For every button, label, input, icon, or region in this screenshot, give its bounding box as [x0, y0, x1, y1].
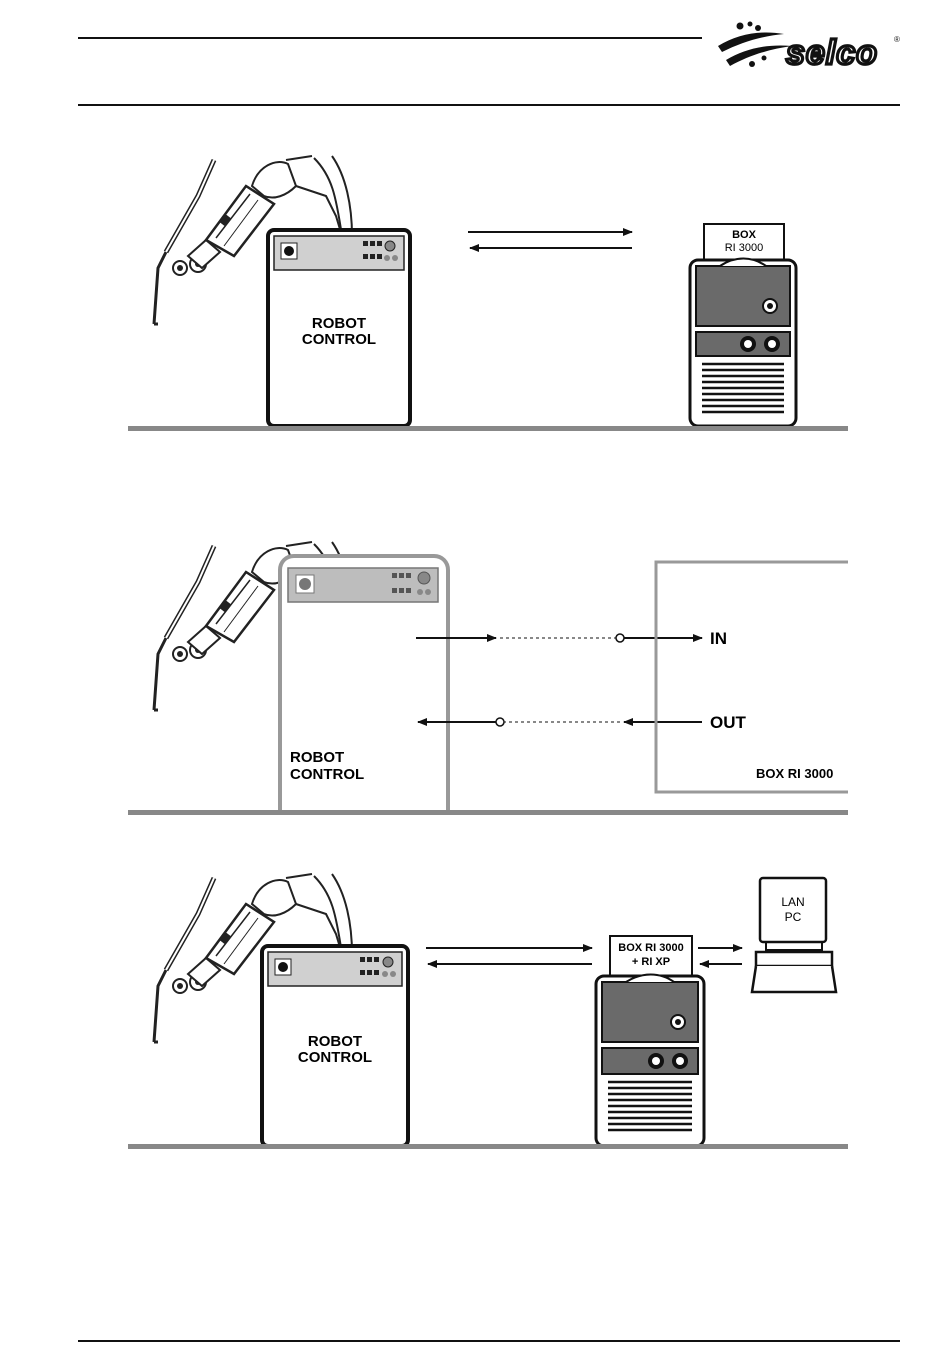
box-label: BOX RI 3000 [756, 766, 833, 781]
selco-logo: selco ® [712, 18, 902, 76]
in-terminal [616, 634, 624, 642]
box-label-1: BOX RI 3000 [618, 942, 683, 954]
box-ri-3000-ri-xp-device: BOX RI 3000 + RI XP [596, 936, 704, 1146]
box-ri-3000-device: BOX RI 3000 [690, 224, 796, 426]
robot-control-label-1: ROBOT [312, 315, 366, 332]
diagram-3: ROBOT CONTROL BOX RI 3000 + RI XP LAN PC [120, 866, 860, 1156]
logo-wordmark: selco [786, 34, 878, 72]
box-label-1: BOX [732, 229, 757, 241]
ground-line [128, 1144, 848, 1149]
header-bottom-rule [78, 104, 900, 106]
robot-control-label-2: CONTROL [290, 766, 364, 783]
robot-control-label-2: CONTROL [302, 331, 376, 348]
header-top-rule [78, 37, 702, 39]
robot-control-cabinet: ROBOT CONTROL [262, 946, 408, 1146]
robot-control-label-2: CONTROL [298, 1049, 372, 1066]
ground-line [128, 810, 848, 815]
robot-control-cabinet: ROBOT CONTROL [268, 230, 410, 426]
box-ri-3000-outline [656, 562, 848, 792]
box-label-2: + RI XP [632, 956, 670, 968]
ground-line [128, 426, 848, 431]
robot-control-label-1: ROBOT [308, 1033, 362, 1050]
box-label-2: RI 3000 [725, 242, 764, 254]
diagram-2: ROBOT CONTROL IN OUT BOX RI 3000 [120, 540, 860, 830]
footer-rule [78, 1340, 900, 1342]
robot-control-label-1: ROBOT [290, 749, 344, 766]
robot-control-cabinet: ROBOT CONTROL [280, 556, 448, 810]
diagram-1: ROBOT CONTROL BOX RI 3000 [120, 150, 860, 440]
in-label: IN [710, 629, 727, 648]
logo-mark-icon [718, 22, 792, 68]
lan-pc-icon: LAN PC [752, 878, 836, 992]
pc-label-1: LAN [781, 895, 804, 909]
out-terminal [496, 718, 504, 726]
pc-label-2: PC [785, 910, 802, 924]
svg-text:®: ® [894, 35, 900, 44]
out-label: OUT [710, 713, 747, 732]
